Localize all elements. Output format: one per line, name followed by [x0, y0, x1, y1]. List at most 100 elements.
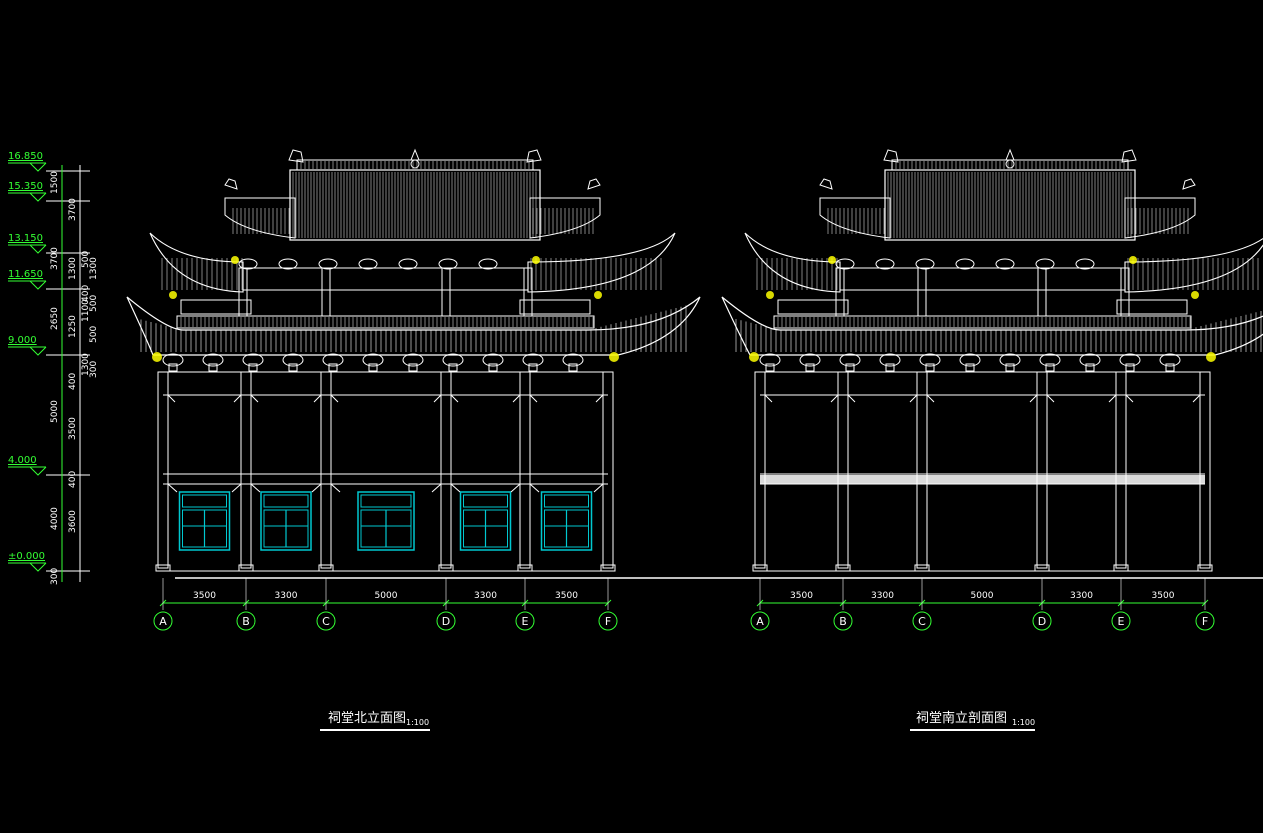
axis-label: F	[1202, 615, 1208, 628]
axis-bubble	[236, 611, 256, 631]
vertical-dim-value: 5000	[50, 400, 60, 423]
floor-bracket	[529, 483, 604, 493]
vertical-dim-value: 2650	[50, 307, 60, 330]
upper-bracket-set	[438, 258, 458, 270]
column-base	[914, 564, 930, 572]
south-section-title: 祠堂南立剖面图	[916, 710, 1007, 726]
vertical-dim-value: 3700	[50, 247, 60, 270]
span-dim-value: 3500	[790, 591, 813, 601]
column	[602, 371, 614, 569]
vertical-dim-value: 3500	[68, 417, 78, 440]
bracket-block	[1045, 363, 1055, 372]
window-transom	[463, 494, 508, 508]
corner-bracket-highlight	[1206, 352, 1216, 362]
axis-bubble	[436, 611, 456, 631]
beam-bracket	[450, 394, 521, 403]
lower-roof-outline	[721, 296, 1263, 356]
corner-bracket-highlight	[152, 352, 162, 362]
floor-bracket	[330, 483, 442, 493]
lower-roof-ridge	[176, 315, 595, 329]
axis-bubble	[750, 611, 770, 631]
span-dim-value: 3300	[871, 591, 894, 601]
bracket-block	[805, 363, 815, 372]
column-base	[1034, 564, 1050, 572]
column-base	[238, 564, 254, 572]
upper-bracket-set	[478, 258, 498, 270]
axis-label: B	[839, 615, 847, 628]
ridge-pearl	[1005, 159, 1015, 169]
axis-label: E	[522, 615, 529, 628]
ridge-finial	[1005, 148, 1015, 161]
ridge-ornament	[526, 149, 542, 163]
window-frame	[459, 491, 512, 551]
vertical-dim-value: 300	[89, 361, 99, 378]
corner-bracket-highlight	[1129, 256, 1137, 264]
lower-bracket-set	[1079, 353, 1101, 367]
level-mark-triangle	[29, 280, 47, 290]
axis-label: D	[442, 615, 450, 628]
south-section-scale: 1:100	[1012, 718, 1035, 727]
lower-bracket-set	[522, 353, 544, 367]
column	[1199, 371, 1211, 569]
lower-bracket-set	[322, 353, 344, 367]
level-mark-label: 13.150	[8, 233, 43, 244]
lower-bracket-set	[162, 353, 184, 367]
bracket-block	[845, 363, 855, 372]
lower-bracket-set	[282, 353, 304, 367]
upper-right-eave	[1124, 237, 1263, 293]
bracket-block	[488, 363, 498, 372]
axis-label: F	[605, 615, 611, 628]
corner-bracket-highlight	[231, 256, 239, 264]
vertical-dim-value: 3700	[68, 198, 78, 221]
bracket-block	[528, 363, 538, 372]
upper-column	[917, 267, 927, 317]
side-hip-left	[224, 197, 296, 239]
upper-column	[441, 267, 451, 317]
beam-bracket	[926, 394, 1038, 403]
bracket-block	[765, 363, 775, 372]
upper-column	[321, 267, 331, 317]
column	[1115, 371, 1127, 569]
span-dim-value: 3500	[193, 591, 216, 601]
level-mark-label: ±0.000	[8, 551, 45, 562]
lower-bracket-set	[202, 353, 224, 367]
level-mark-label: 9.000	[8, 335, 37, 346]
floor-bracket	[167, 483, 242, 493]
window-frame	[357, 491, 415, 551]
beam-bracket	[1046, 394, 1117, 403]
column	[240, 371, 252, 569]
south-section-title-block: 祠堂南立剖面图 1:100	[910, 710, 1035, 731]
lower-bracket-set	[1119, 353, 1141, 367]
ridge-pearl	[410, 159, 420, 169]
bracket-block	[208, 363, 218, 372]
upper-left-eave	[744, 232, 841, 293]
span-dim-value: 3500	[555, 591, 578, 601]
column-base	[438, 564, 454, 572]
upper-bracket-set	[875, 258, 895, 270]
bracket-block	[288, 363, 298, 372]
window-transom	[263, 494, 309, 508]
beam-bracket	[330, 394, 442, 403]
upper-bracket-set	[1035, 258, 1055, 270]
level-mark-label: 16.850	[8, 151, 43, 162]
corner-bracket-highlight	[594, 291, 602, 299]
upper-balustrade	[1116, 299, 1188, 315]
column	[916, 371, 928, 569]
vertical-dim-value: 400	[81, 285, 91, 302]
ridge-ornament	[288, 149, 304, 163]
upper-bracket-set	[835, 258, 855, 270]
window-transom	[544, 494, 589, 508]
column	[440, 371, 452, 569]
bracket-block	[328, 363, 338, 372]
window-frame	[178, 491, 231, 551]
span-dim-value: 3300	[1070, 591, 1093, 601]
level-mark-label: 11.650	[8, 269, 43, 280]
lower-bracket-set	[362, 353, 384, 367]
bracket-block	[925, 363, 935, 372]
span-dim-value: 5000	[375, 591, 398, 601]
ridge-ornament	[1121, 149, 1137, 163]
vertical-dim-value: 3600	[68, 510, 78, 533]
bracket-block	[1005, 363, 1015, 372]
